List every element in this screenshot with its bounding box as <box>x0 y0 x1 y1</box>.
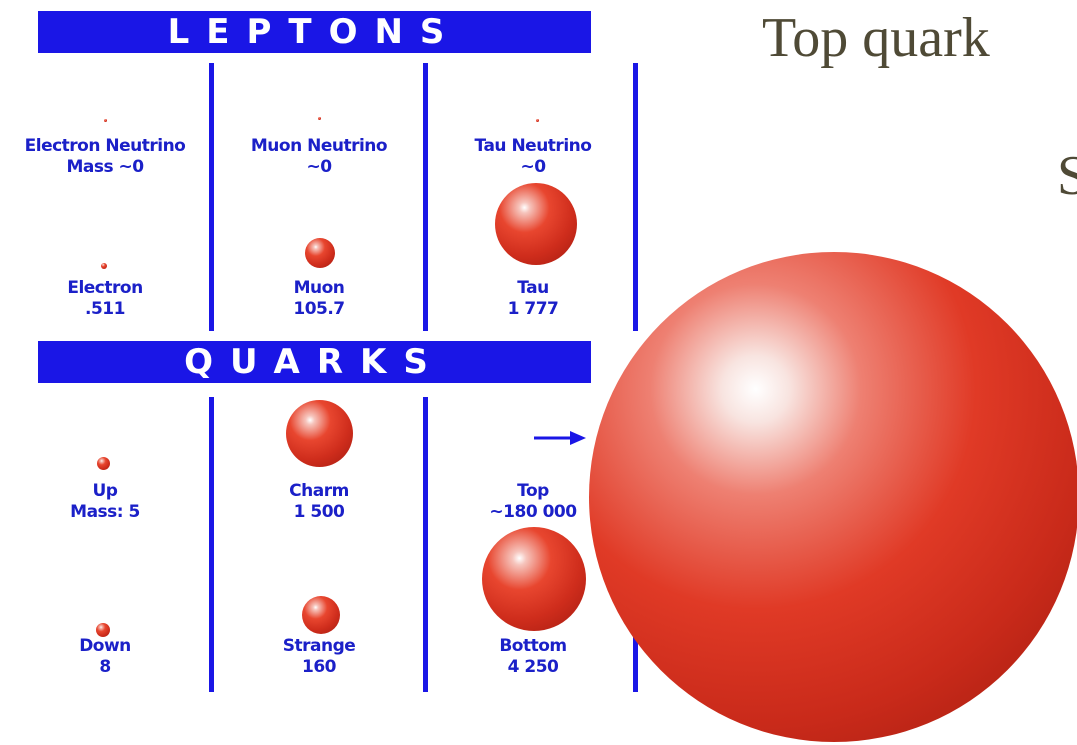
charm-label: Charm 1 500 <box>214 481 424 523</box>
down-sphere <box>96 623 110 637</box>
divider-leptons-1 <box>209 63 214 331</box>
electron-neutrino-name: Electron Neutrino <box>24 136 186 156</box>
electron-name: Electron <box>67 278 143 298</box>
electron-label: Electron .511 <box>0 278 210 320</box>
tau-neutrino-label: Tau Neutrino ~0 <box>428 136 638 178</box>
electron-sphere <box>101 263 107 269</box>
muon-neutrino-name: Muon Neutrino <box>250 136 388 156</box>
strange-sphere <box>302 596 340 634</box>
partial-title-letter: S <box>1057 145 1077 207</box>
muon-neutrino-sphere <box>318 117 321 120</box>
strange-mass: 160 <box>302 657 337 677</box>
up-name: Up <box>92 481 118 501</box>
charm-sphere <box>286 400 353 467</box>
divider-leptons-3 <box>633 63 638 331</box>
top-quark-sphere <box>589 252 1077 742</box>
muon-sphere <box>305 238 335 268</box>
tau-neutrino-mass: ~0 <box>520 157 546 177</box>
tau-neutrino-sphere-large <box>495 183 577 265</box>
up-mass: Mass: 5 <box>70 502 140 522</box>
down-mass: 8 <box>99 657 111 677</box>
divider-leptons-2 <box>423 63 428 331</box>
strange-label: Strange 160 <box>214 636 424 678</box>
muon-neutrino-mass: ~0 <box>306 157 332 177</box>
strange-name: Strange <box>282 636 356 656</box>
top-label: Top ~180 000 <box>478 481 588 523</box>
bottom-label: Bottom 4 250 <box>478 636 588 678</box>
muon-name: Muon <box>293 278 345 298</box>
charm-name: Charm <box>289 481 349 501</box>
top-mass: ~180 000 <box>489 502 577 522</box>
tau-mass: 1 777 <box>507 299 559 319</box>
slide-title: Top quark <box>762 7 990 69</box>
electron-neutrino-mass: Mass ~0 <box>66 157 144 177</box>
down-label: Down 8 <box>0 636 210 678</box>
down-name: Down <box>79 636 131 656</box>
arrow-icon <box>534 431 586 445</box>
tau-neutrino-sphere <box>536 119 539 122</box>
tau-name: Tau <box>517 278 549 298</box>
leptons-header: LEPTONS <box>38 11 591 53</box>
divider-quarks-2 <box>423 397 428 692</box>
muon-mass: 105.7 <box>293 299 345 319</box>
electron-neutrino-sphere <box>104 119 107 122</box>
quarks-header: QUARKS <box>38 341 591 383</box>
muon-label: Muon 105.7 <box>214 278 424 320</box>
bottom-sphere <box>482 527 586 631</box>
tau-label: Tau 1 777 <box>428 278 638 320</box>
charm-mass: 1 500 <box>293 502 345 522</box>
up-sphere <box>97 457 110 470</box>
bottom-name: Bottom <box>499 636 567 656</box>
up-label: Up Mass: 5 <box>0 481 210 523</box>
divider-quarks-1 <box>209 397 214 692</box>
bottom-mass: 4 250 <box>507 657 559 677</box>
muon-neutrino-label: Muon Neutrino ~0 <box>214 136 424 178</box>
electron-neutrino-label: Electron Neutrino Mass ~0 <box>0 136 210 178</box>
tau-neutrino-name: Tau Neutrino <box>474 136 592 156</box>
top-name: Top <box>517 481 549 501</box>
electron-mass: .511 <box>85 299 125 319</box>
